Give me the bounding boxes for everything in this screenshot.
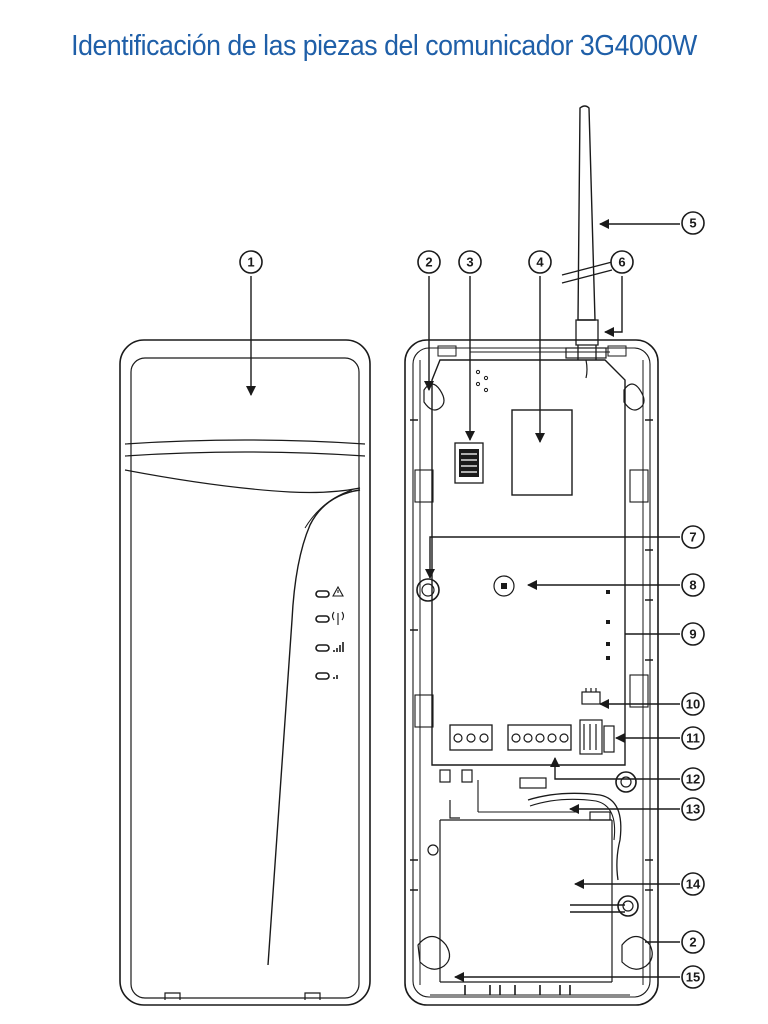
- signal-bars-full-icon: [333, 642, 344, 652]
- arrow-6: [604, 276, 623, 337]
- tamper-switch: [493, 575, 515, 597]
- callout-7: 7: [681, 525, 705, 549]
- battery-compartment: [427, 769, 639, 983]
- callout-circle: [528, 250, 552, 274]
- callout-circle: [681, 930, 705, 954]
- callout-4: 4: [528, 250, 552, 274]
- callout-circle: [681, 767, 705, 791]
- callout-11: 11: [681, 726, 705, 750]
- callout-9: 9: [681, 622, 705, 646]
- back-enclosure: [404, 339, 659, 1006]
- callout-1: 1: [239, 250, 263, 274]
- callout-number: 9: [689, 627, 696, 642]
- callout-circle: [681, 726, 705, 750]
- callout-number: 5: [689, 216, 696, 231]
- callout-circle: [681, 525, 705, 549]
- callout-12: 12: [681, 767, 705, 791]
- callout-13: 13: [681, 797, 705, 821]
- terminal-block-left: [449, 724, 493, 751]
- callout-number: 13: [686, 802, 700, 817]
- callout-circle: [417, 250, 441, 274]
- callout-number: 2: [425, 255, 432, 270]
- terminal-block-right: [507, 724, 572, 751]
- circuit-board: [416, 359, 626, 766]
- callout-circle: [681, 797, 705, 821]
- callout-number: 7: [689, 530, 696, 545]
- callout-number: 12: [686, 772, 700, 787]
- signal-bars-low-icon: [333, 675, 338, 679]
- callout-circle: [458, 250, 482, 274]
- callout-15: 15: [681, 965, 705, 989]
- callout-circle: [239, 250, 263, 274]
- callout-circle: [681, 573, 705, 597]
- callout-14: 14: [681, 872, 705, 896]
- callout-10: 10: [681, 692, 705, 716]
- callout-2: 2: [417, 250, 441, 274]
- callout-number: 14: [686, 877, 701, 892]
- callout-arrows: [246, 219, 680, 982]
- callout-number: 2: [689, 935, 696, 950]
- warning-icon: [332, 585, 344, 597]
- callout-circle: [681, 211, 705, 235]
- callout-circle: [681, 965, 705, 989]
- radio-module: [511, 409, 573, 496]
- callout-2: 2: [681, 930, 705, 954]
- page-title: Identificación de las piezas del comunic…: [71, 30, 697, 62]
- callout-circle: [681, 872, 705, 896]
- led-indicators: [315, 590, 330, 680]
- callout-8: 8: [681, 573, 705, 597]
- callout-number: 6: [618, 255, 625, 270]
- callout-number: 4: [536, 255, 544, 270]
- sim-card-holder: [454, 442, 484, 484]
- callout-number: 10: [686, 697, 700, 712]
- signal-tower-icon: [331, 611, 345, 625]
- callout-circle: [681, 622, 705, 646]
- callout-number: 8: [689, 578, 696, 593]
- callout-number: 1: [247, 255, 254, 270]
- front-cover: [119, 339, 371, 1006]
- arrow-12: [550, 757, 680, 780]
- callout-6: 6: [610, 250, 634, 274]
- callout-number: 3: [466, 255, 473, 270]
- callout-number: 15: [686, 970, 700, 985]
- antenna: [561, 105, 613, 379]
- callout-5: 5: [681, 211, 705, 235]
- arrow-7: [425, 536, 680, 579]
- callout-circle: [610, 250, 634, 274]
- callout-circle: [681, 692, 705, 716]
- callout-number: 11: [686, 731, 700, 746]
- callout-3: 3: [458, 250, 482, 274]
